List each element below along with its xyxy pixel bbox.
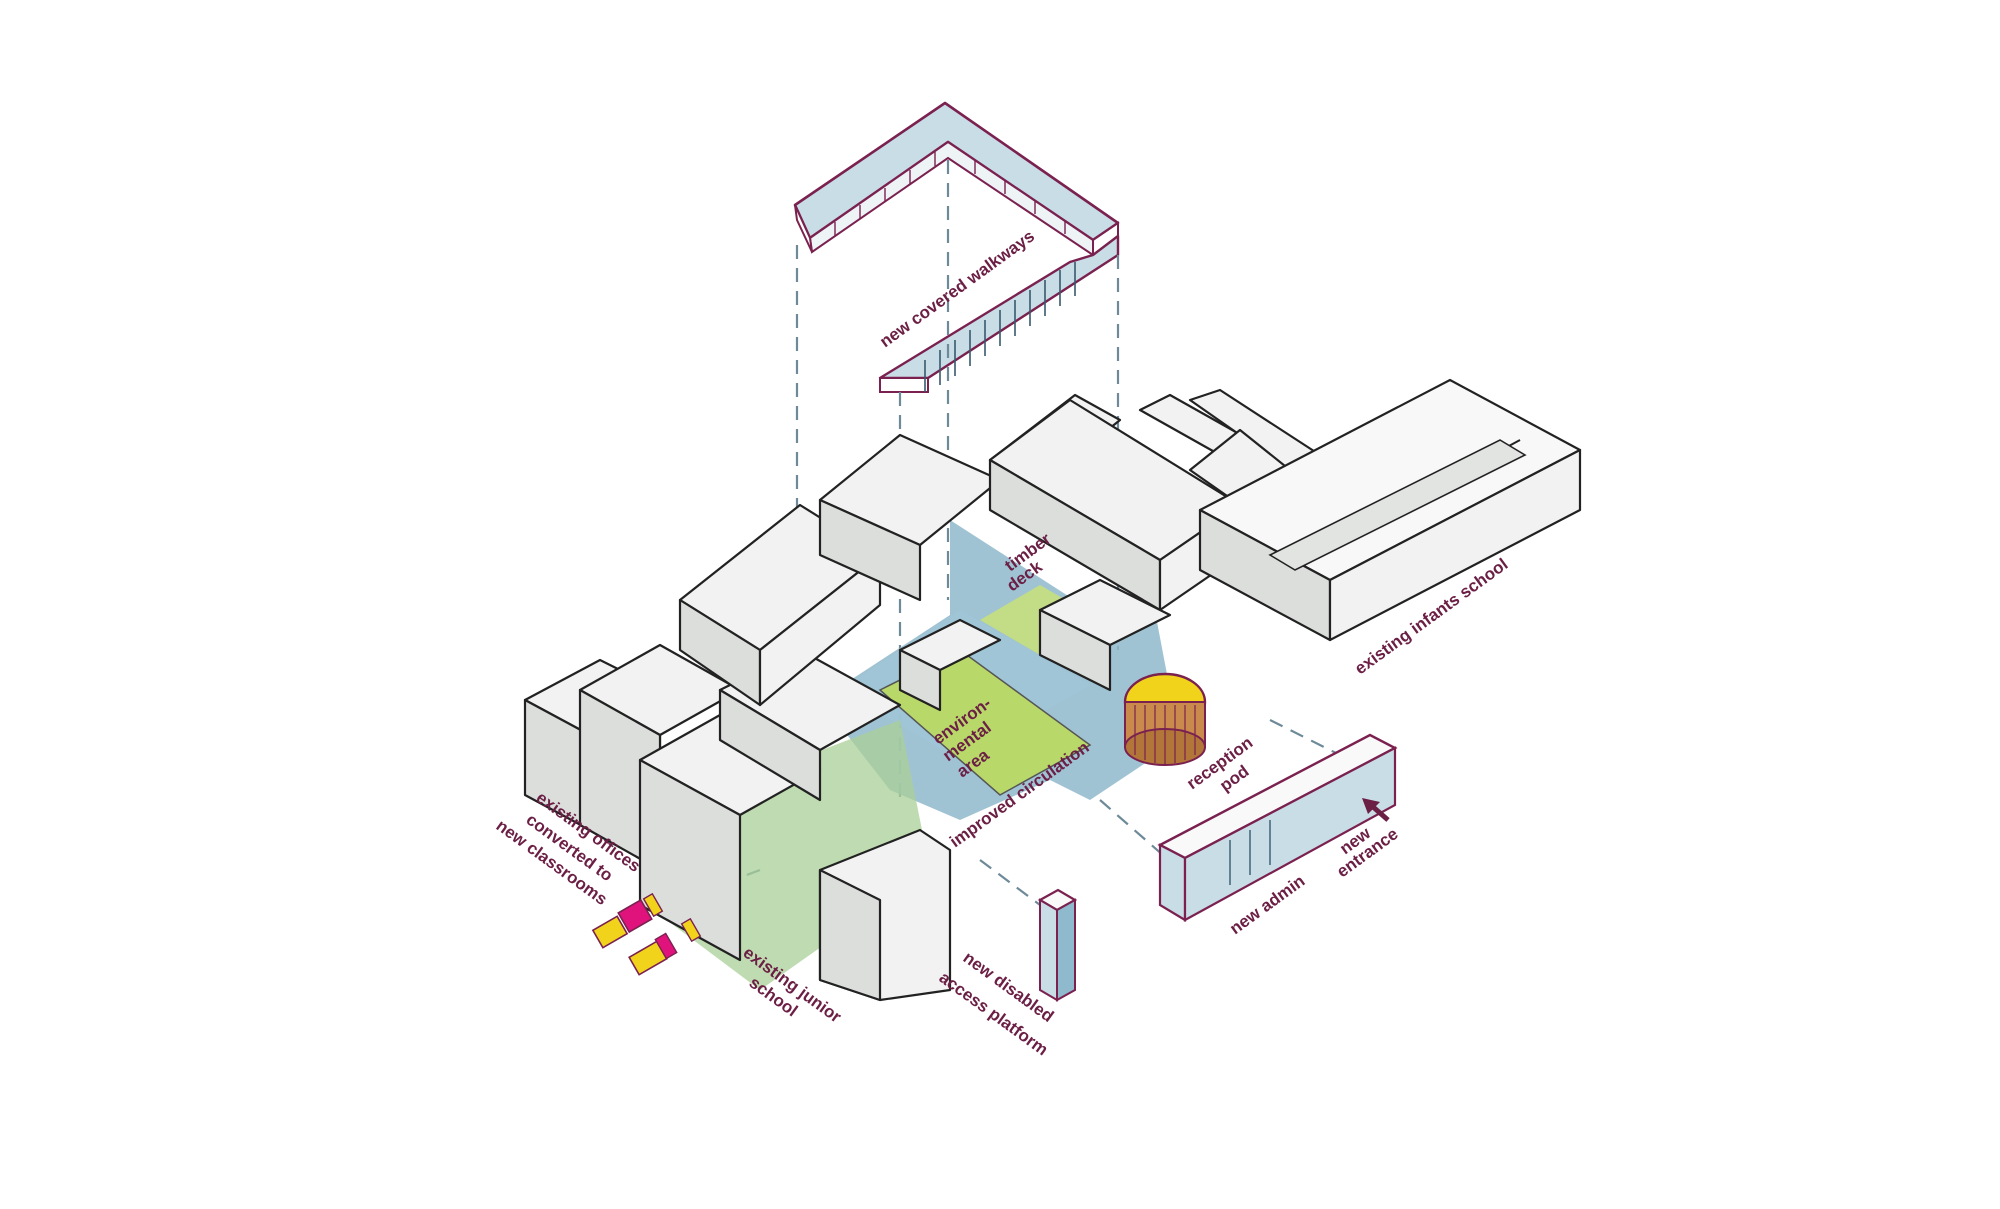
new-entrance-arrow	[1362, 798, 1390, 822]
covered-walkways-roof	[793, 101, 1120, 393]
new-admin-building	[1157, 733, 1398, 922]
disabled-access-platform	[1037, 888, 1078, 1002]
existing-buildings	[523, 378, 1582, 1002]
reception-pod	[1123, 672, 1207, 766]
office-classroom-highlights	[591, 892, 702, 976]
